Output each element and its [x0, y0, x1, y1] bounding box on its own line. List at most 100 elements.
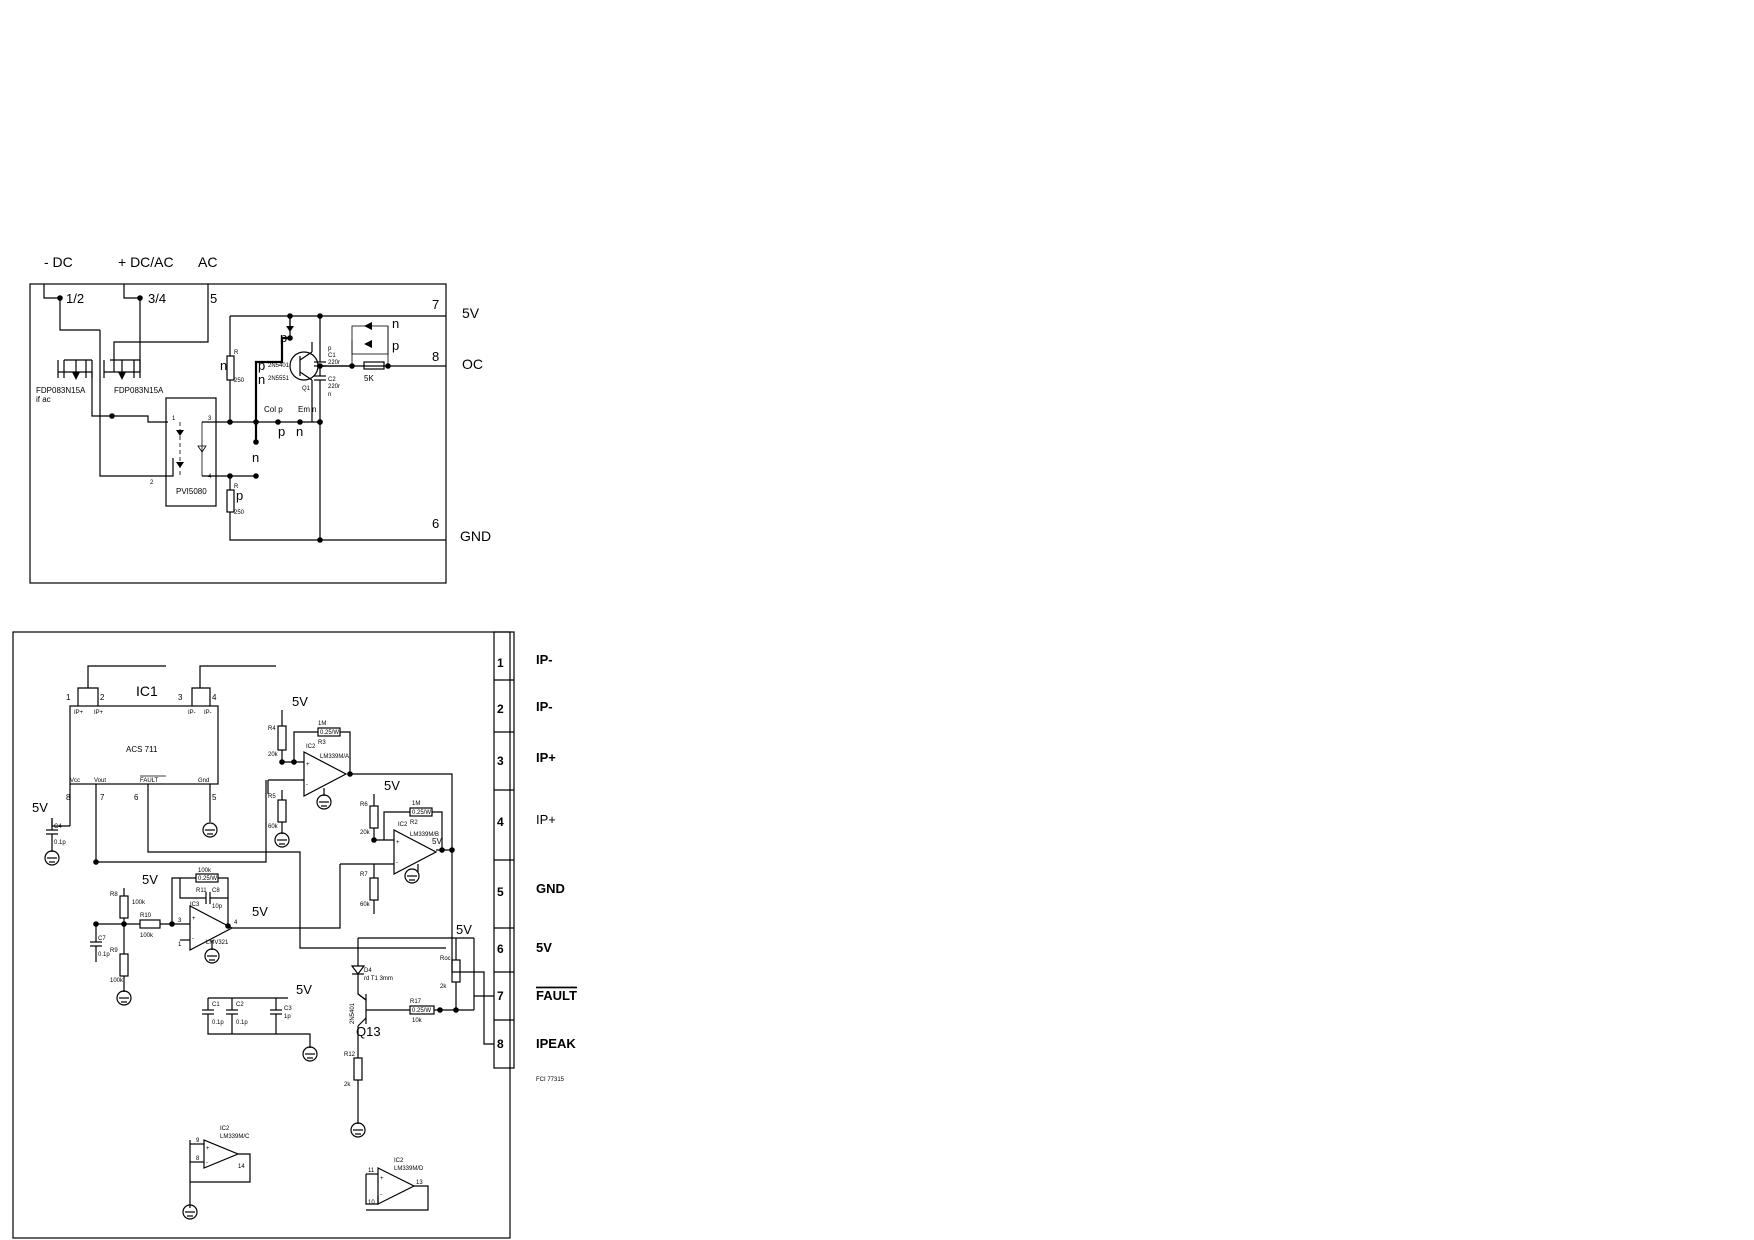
wire [340, 731, 351, 774]
junction [225, 923, 231, 929]
supply-5v-decoupling: 5V [296, 982, 312, 997]
ic1-lead-ip-plus [77, 687, 99, 706]
resistor-r8 [119, 895, 129, 919]
bottom-board-outline [12, 631, 511, 1239]
junction [317, 419, 323, 425]
mosfet-left [57, 359, 93, 380]
capacitor-c8-value: 10p [212, 904, 223, 910]
ground-symbol [316, 794, 332, 810]
resistor-r4-name: R4 [268, 726, 276, 732]
resistor-roc [451, 959, 461, 983]
jumper-pad [297, 419, 303, 425]
resistor-r12-value: 2k [344, 1082, 351, 1088]
resistor-r6-name: R6 [360, 802, 368, 808]
supply-5v-ic2a: 5V [292, 694, 308, 709]
resistor-r10-name: R10 [140, 913, 152, 919]
connector-label-fault: FAULT [536, 988, 577, 1003]
supply-5v-c4: 5V [32, 800, 48, 815]
resistor-5k [363, 361, 385, 370]
opamp-ic3 [189, 905, 234, 951]
junction [317, 537, 323, 543]
transistor-q13-emitter [357, 1017, 367, 1027]
supply-5v-ic3: 5V [142, 872, 158, 887]
opto-pin-4: 4 [208, 474, 212, 480]
connector-pin-7: 7 [497, 989, 504, 1003]
opamp-ic3-plus: + [192, 916, 196, 922]
diode-top [286, 326, 294, 332]
wire [218, 877, 229, 926]
wire [99, 330, 174, 477]
wire-feedback [171, 877, 196, 924]
opamp-ic3-pin4: 4 [234, 920, 238, 926]
capacitor-c1-value: 220r [328, 360, 340, 366]
wire-gate [91, 372, 168, 423]
opamp-ic3-part: LMV321 [206, 940, 229, 946]
resistor-r12 [353, 1057, 363, 1081]
capacitor-c2-value: 0.1p [236, 1020, 248, 1026]
junction [109, 413, 115, 419]
opamp-ic3-pin3: 3 [178, 918, 182, 924]
opamp-ic2c [203, 1139, 240, 1169]
opamp-ic2c-pin9: 9 [196, 1138, 200, 1144]
terminal-num-3-4: 3/4 [148, 291, 166, 306]
diode-network-upper [364, 322, 372, 330]
resistor-r6 [369, 805, 379, 829]
junction [93, 859, 99, 865]
signal-label-gnd: GND [460, 528, 491, 544]
ic1-pin-4: 4 [212, 693, 217, 702]
opamp-ic2a-name: IC2 [306, 744, 316, 750]
mosfet-right [103, 359, 141, 380]
resistor-r11-value: 100k [198, 868, 212, 874]
connector-pin-5: 5 [497, 885, 504, 899]
capacitor-c2-name: C2 [236, 1002, 244, 1008]
ground-symbol [302, 1046, 318, 1062]
opamp-ic2d [377, 1167, 416, 1205]
opamp-ic2b-plus: + [396, 840, 400, 846]
ground-symbol [202, 822, 218, 838]
resistor-r7-value: 60k [360, 902, 371, 908]
capacitor-c1-p: p [328, 346, 332, 352]
resistor-r2-value: 1M [412, 801, 420, 807]
label-p-diode: p [280, 330, 287, 345]
opamp-ic2a [303, 751, 348, 797]
ground-symbol [44, 850, 60, 866]
jumper-pad [275, 419, 281, 425]
resistor-r4 [277, 725, 287, 751]
label-n: n [220, 358, 227, 373]
opamp-ic3-pin1: 1 [178, 942, 182, 948]
wire-fault [147, 784, 446, 949]
wire [190, 1153, 251, 1183]
connector-label-ip-minus-2: IP- [536, 699, 553, 714]
transistor-pnp-label: 2N5401 [268, 363, 290, 369]
capacitor-c2-value: 220r [328, 384, 340, 390]
capacitor-c2-name: C2 [328, 377, 336, 383]
opto-pin-3: 3 [208, 416, 212, 422]
opamp-ic2d-pin10: 10 [368, 1200, 375, 1206]
ground-symbol [404, 868, 420, 884]
connector-pin-4: 4 [497, 815, 504, 829]
opamp-ic2c-pin8: 8 [196, 1156, 200, 1162]
signal-label-oc: OC [462, 356, 483, 372]
ic1-fault-label: FAULT [140, 778, 159, 784]
terminal-num-6: 6 [432, 516, 439, 531]
wire-dc-plus [123, 284, 140, 299]
opamp-ic2d-pin11: 11 [368, 1168, 375, 1174]
resistor-r11-name: R11 [196, 888, 207, 894]
junction [287, 313, 293, 319]
capacitor-c1-value: 0.1p [212, 1020, 224, 1026]
opamp-ic2d-plus: + [380, 1176, 384, 1182]
resistor-r3-power: 0.25/W [320, 730, 339, 736]
top-schematic: - DC + DC/AC AC 1/2 3/4 5 7 8 6 5V OC GN… [29, 254, 491, 584]
led-d4 [350, 965, 366, 975]
transistor-q13-label: Q13 [356, 1024, 381, 1039]
resistor-5k-label: 5K [364, 374, 374, 383]
ic1-vout-label: Vout [94, 778, 106, 784]
capacitor-c1-name: C1 [328, 353, 336, 359]
connector-pin-8: 8 [497, 1037, 504, 1051]
wire [432, 811, 443, 850]
wire [59, 298, 100, 331]
wire-vout-bus [96, 780, 267, 863]
connector-pin-3: 3 [497, 754, 504, 768]
diode-network-lower [364, 340, 372, 348]
